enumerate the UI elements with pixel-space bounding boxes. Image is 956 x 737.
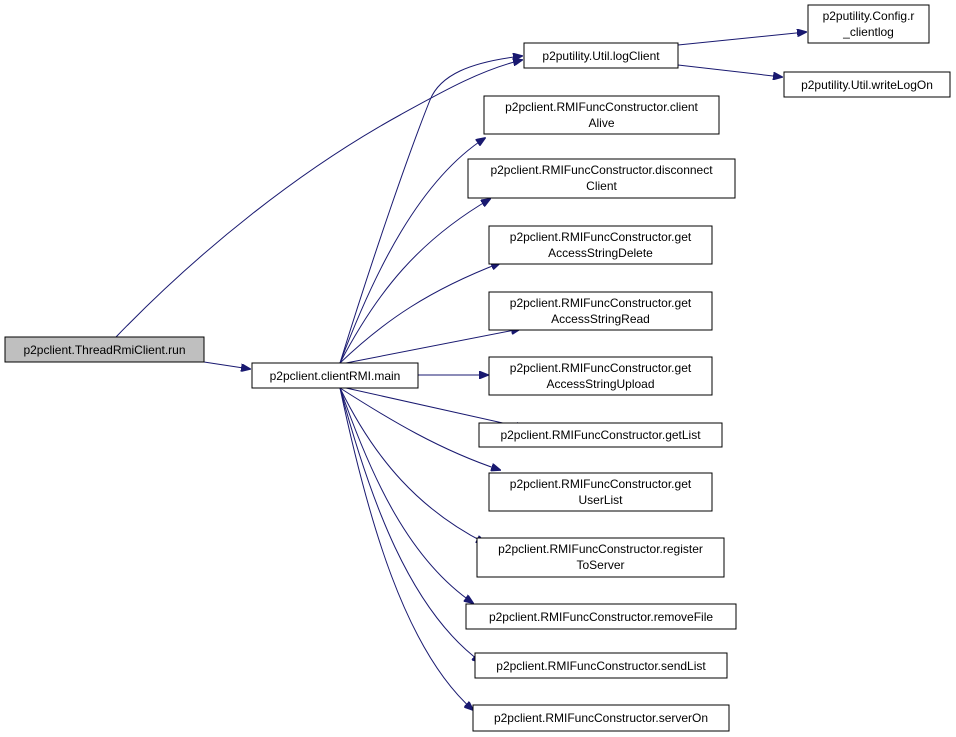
edge-logClient-to-writeLogOn [677, 64, 782, 77]
node-registerToServer[interactable]: p2pclient.RMIFuncConstructor.register To… [476, 537, 725, 578]
node-getAccessStringUpload[interactable]: p2pclient.RMIFuncConstructor.get AccessS… [488, 356, 713, 396]
node-clientAlive[interactable]: p2pclient.RMIFuncConstructor.client Aliv… [483, 95, 720, 135]
node-getAccessStringRead-label-line2: AccessStringRead [551, 312, 650, 326]
node-removeFile[interactable]: p2pclient.RMIFuncConstructor.removeFile [465, 603, 737, 630]
node-config-label-line1: p2putility.Config.r [823, 9, 915, 23]
node-main[interactable]: p2pclient.clientRMI.main [251, 362, 419, 389]
node-getList[interactable]: p2pclient.RMIFuncConstructor.getList [478, 422, 723, 448]
edge-logClient-to-config [677, 32, 806, 46]
node-getList-label: p2pclient.RMIFuncConstructor.getList [500, 428, 701, 442]
node-getAccessStringDelete-label-line2: AccessStringDelete [548, 246, 653, 260]
node-serverOn-label: p2pclient.RMIFuncConstructor.serverOn [494, 711, 708, 725]
node-getAccessStringDelete-label-line1: p2pclient.RMIFuncConstructor.get [510, 230, 692, 244]
node-main-label: p2pclient.clientRMI.main [270, 369, 401, 383]
edge-main-to-getAccessStringRead [345, 329, 520, 364]
node-getAccessStringUpload-label-line2: AccessStringUpload [546, 377, 654, 391]
edge-main-to-logClient [339, 56, 522, 364]
node-getAccessStringDelete[interactable]: p2pclient.RMIFuncConstructor.get AccessS… [488, 225, 713, 265]
node-writeLogOn[interactable]: p2putility.Util.writeLogOn [783, 71, 951, 98]
edge-main-to-disconnectClient [339, 199, 490, 364]
node-config[interactable]: p2putility.Config.r _clientlog [807, 4, 930, 44]
node-getUserList[interactable]: p2pclient.RMIFuncConstructor.get UserLis… [488, 472, 713, 512]
edge-run-to-logClient [115, 60, 522, 338]
node-getUserList-label-line2: UserList [578, 493, 623, 507]
edge-main-to-getUserList [339, 387, 500, 470]
edge-main-to-registerToServer [339, 387, 485, 543]
node-getAccessStringUpload-label-line1: p2pclient.RMIFuncConstructor.get [510, 361, 692, 375]
node-disconnectClient-label-line1: p2pclient.RMIFuncConstructor.disconnect [490, 163, 713, 177]
edge-run-to-main [203, 361, 250, 369]
node-serverOn[interactable]: p2pclient.RMIFuncConstructor.serverOn [472, 704, 730, 732]
node-registerToServer-label-line2: ToServer [576, 558, 624, 572]
node-logClient[interactable]: p2putility.Util.logClient [523, 42, 679, 69]
edge-main-to-getAccessStringDelete [339, 263, 500, 364]
node-getAccessStringRead[interactable]: p2pclient.RMIFuncConstructor.get AccessS… [488, 291, 713, 331]
node-getUserList-label-line1: p2pclient.RMIFuncConstructor.get [510, 477, 692, 491]
node-sendList-label: p2pclient.RMIFuncConstructor.sendList [496, 659, 706, 673]
node-config-label-line2: _clientlog [842, 25, 894, 39]
edge-main-to-serverOn [339, 387, 473, 710]
node-writeLogOn-label: p2putility.Util.writeLogOn [801, 78, 933, 92]
node-clientAlive-label-line2: Alive [588, 116, 614, 130]
node-removeFile-label: p2pclient.RMIFuncConstructor.removeFile [489, 610, 713, 624]
node-getAccessStringRead-label-line1: p2pclient.RMIFuncConstructor.get [510, 296, 692, 310]
edge-main-to-sendList [339, 387, 481, 662]
edge-main-to-removeFile [339, 387, 473, 603]
node-sendList[interactable]: p2pclient.RMIFuncConstructor.sendList [474, 652, 728, 679]
node-disconnectClient-label-line2: Client [586, 179, 617, 193]
node-clientAlive-label-line1: p2pclient.RMIFuncConstructor.client [505, 100, 698, 114]
node-run[interactable]: p2pclient.ThreadRmiClient.run [4, 336, 205, 363]
node-registerToServer-label-line1: p2pclient.RMIFuncConstructor.register [498, 542, 703, 556]
node-run-label: p2pclient.ThreadRmiClient.run [23, 343, 185, 357]
edge-main-to-clientAlive [339, 138, 485, 364]
edge-main-to-getList [345, 387, 525, 428]
node-logClient-label: p2putility.Util.logClient [542, 49, 660, 63]
node-disconnectClient[interactable]: p2pclient.RMIFuncConstructor.disconnect … [467, 158, 736, 199]
